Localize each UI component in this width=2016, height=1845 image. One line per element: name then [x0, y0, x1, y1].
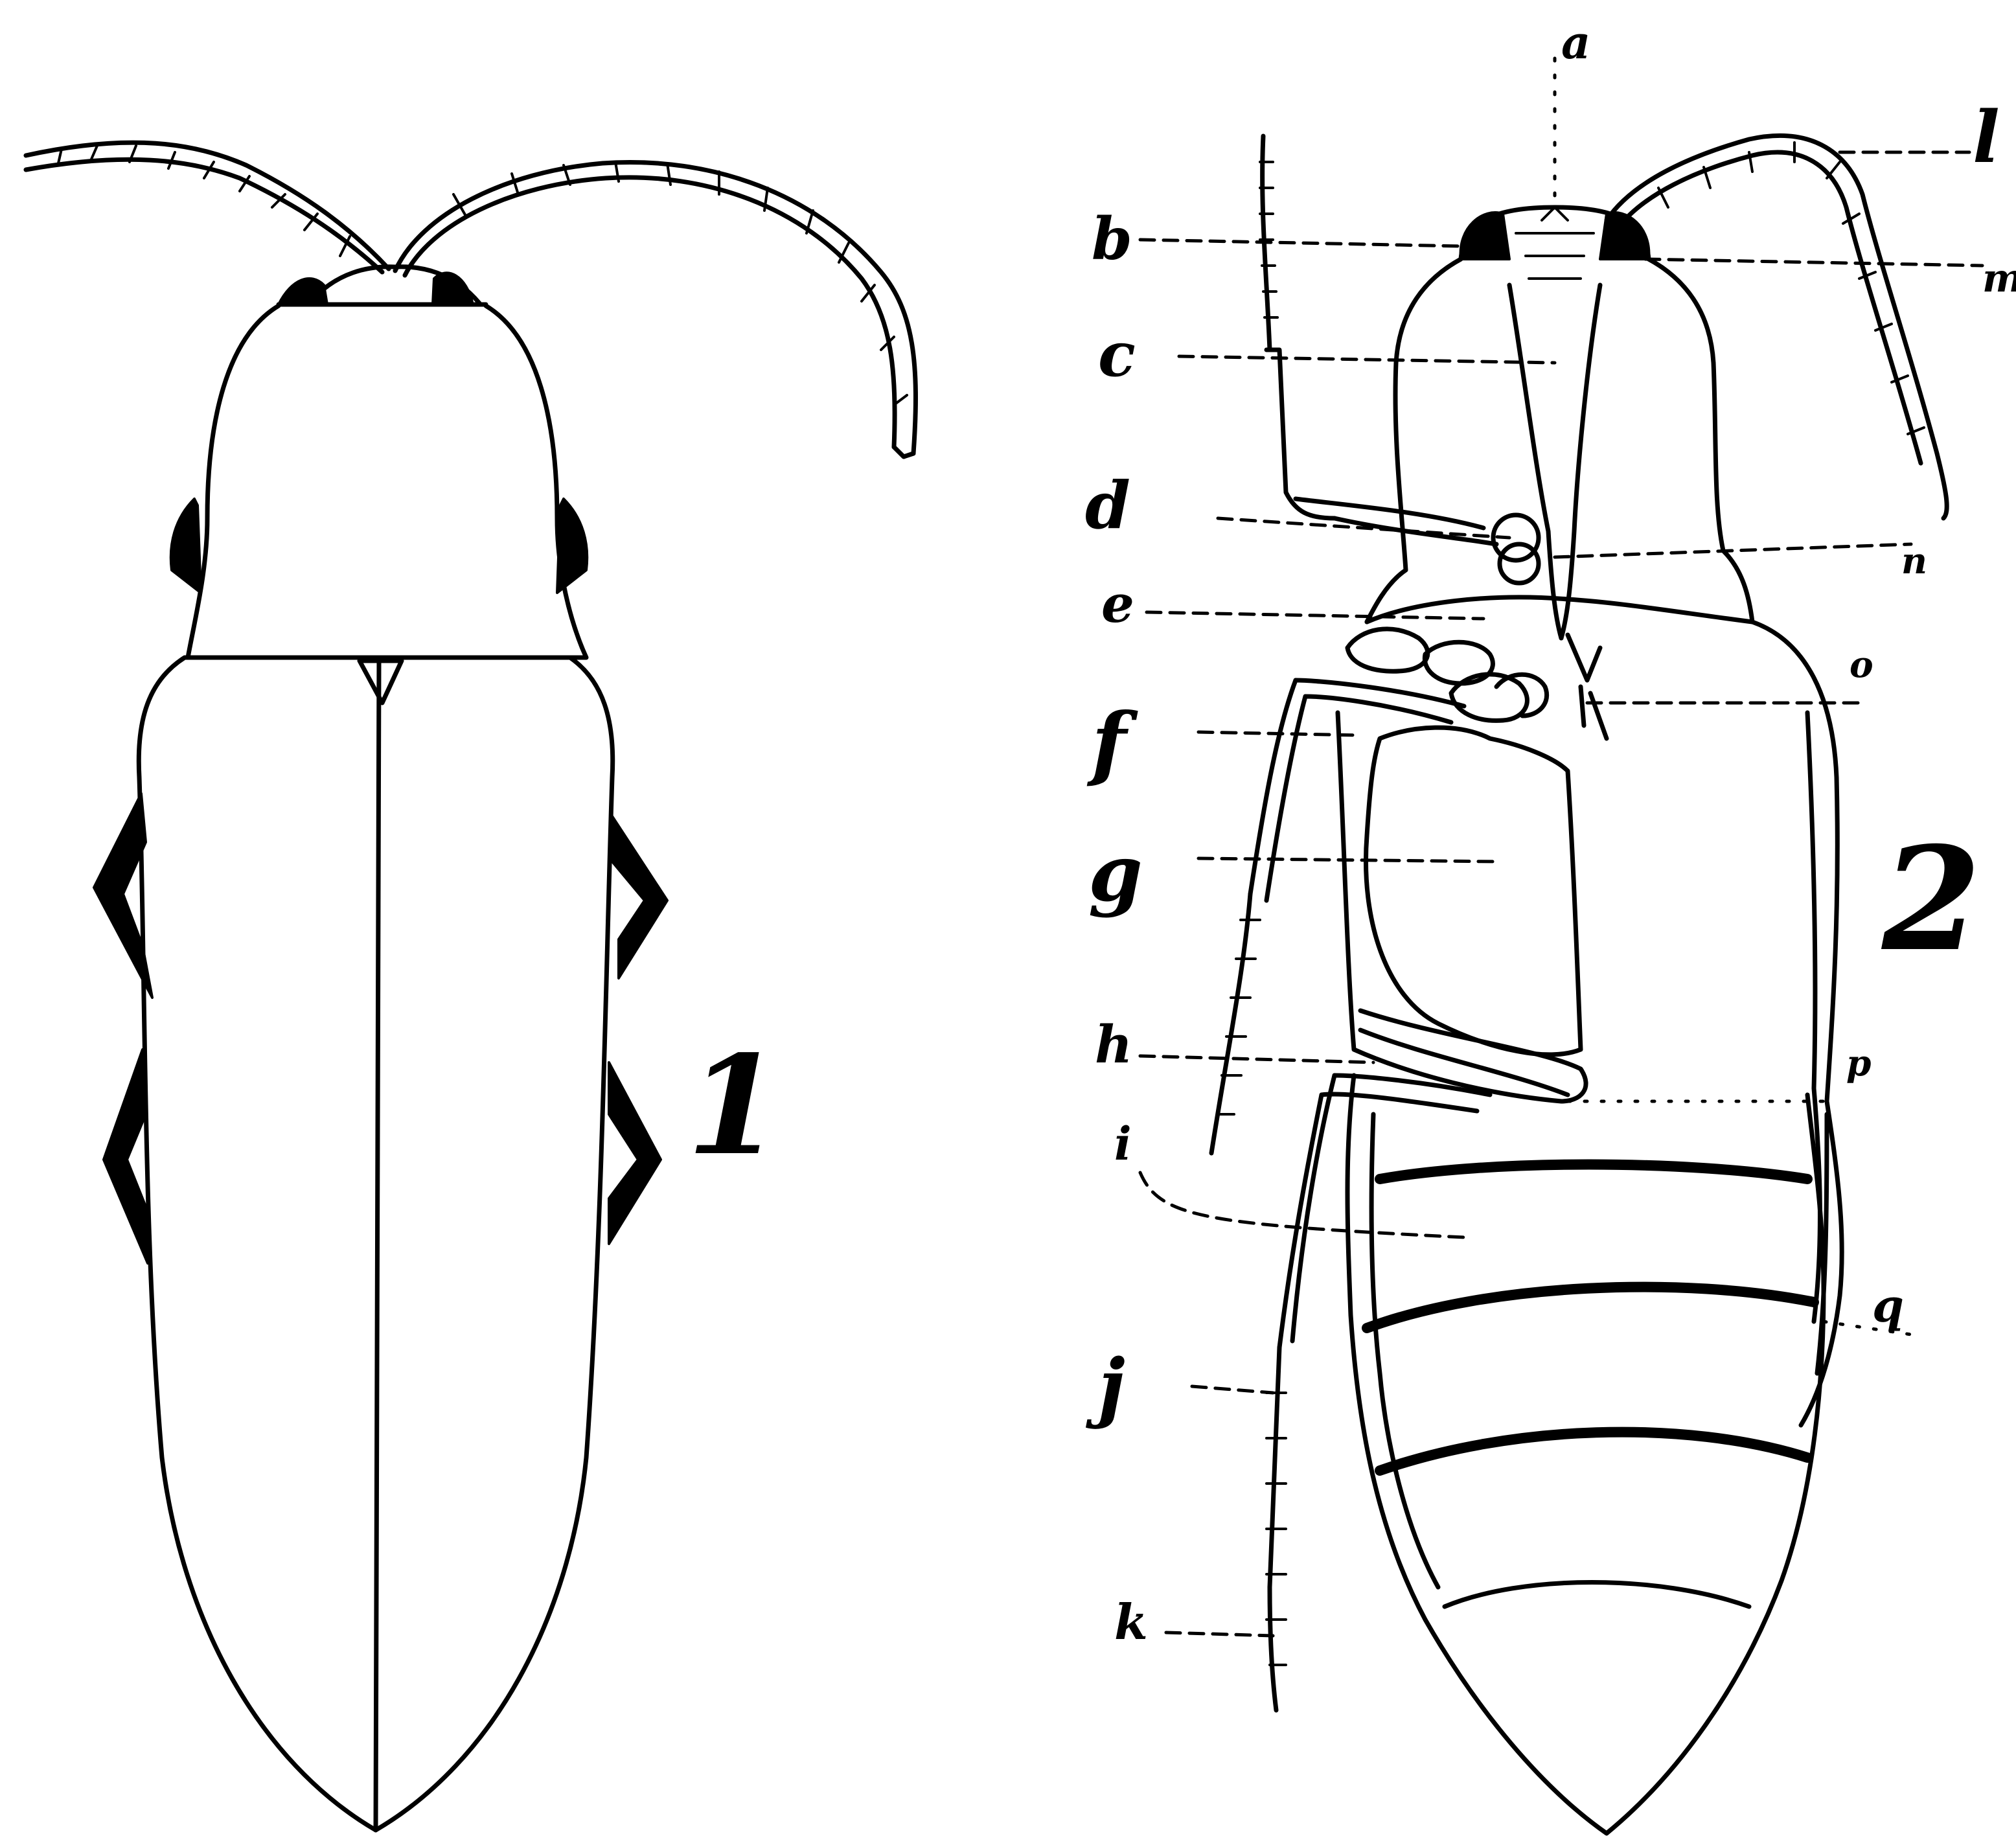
fig1-right-antenna	[395, 162, 915, 457]
leader-h	[1140, 1056, 1373, 1062]
leader-b	[1140, 240, 1461, 246]
fig1-elytra	[139, 658, 612, 1830]
callout-d: d	[1085, 467, 1130, 544]
leader-e	[1147, 612, 1483, 619]
callout-q: q	[1872, 1279, 1904, 1333]
leader-c	[1179, 356, 1555, 363]
leader-m	[1645, 259, 1982, 266]
fig2-elytral-margins	[1752, 622, 1842, 1425]
fig1-right-pronotal-angle	[557, 499, 587, 593]
callout-p: p	[1846, 1042, 1871, 1084]
callout-h: h	[1095, 1014, 1132, 1075]
fig1-left-eye	[279, 279, 327, 304]
callout-a: a	[1561, 16, 1590, 69]
callout-n: n	[1901, 540, 1927, 582]
leader-g	[1198, 858, 1496, 862]
fig1-elytral-suture	[376, 661, 380, 1830]
callout-i: i	[1114, 1117, 1132, 1171]
fig1-left-pronotal-angle	[171, 499, 201, 593]
fig2-head	[1461, 207, 1649, 279]
fig2-prothorax	[1367, 259, 1752, 638]
figure-1-number: 1	[687, 1026, 781, 1186]
callout-g: g	[1088, 828, 1143, 919]
callout-m: m	[1982, 256, 2016, 301]
callout-labels: a b c d e f g h i j k l m n o p q	[1085, 16, 2016, 1651]
leader-k	[1166, 1633, 1273, 1636]
fig2-left-antenna	[1260, 136, 1334, 518]
callout-l: l	[1973, 95, 2000, 179]
fig2-abdomen	[1347, 1075, 1827, 1833]
callout-k: k	[1114, 1594, 1148, 1651]
fig1-pronotum	[171, 306, 587, 658]
fig2-right-antenna	[1607, 135, 1947, 518]
fig2-left-eye	[1461, 212, 1509, 259]
callout-j: j	[1085, 1343, 1125, 1430]
figure-2-ventral-view: 2	[1211, 135, 1981, 1833]
callout-c: c	[1098, 319, 1136, 391]
callout-e: e	[1101, 573, 1134, 634]
callout-o: o	[1850, 643, 1873, 685]
leader-j	[1192, 1386, 1273, 1393]
callout-b: b	[1092, 205, 1132, 273]
figure-2-number: 2	[1881, 815, 1981, 983]
fig2-fore-leg	[1296, 499, 1539, 583]
fig1-right-eye	[433, 273, 473, 304]
leader-f	[1198, 732, 1360, 735]
figure-1-dorsal-view: 1	[26, 143, 915, 1830]
fig2-metasternum	[1338, 713, 1586, 1101]
fig1-left-antenna	[26, 143, 389, 272]
leader-n	[1555, 544, 1911, 557]
callout-f: f	[1086, 696, 1138, 790]
